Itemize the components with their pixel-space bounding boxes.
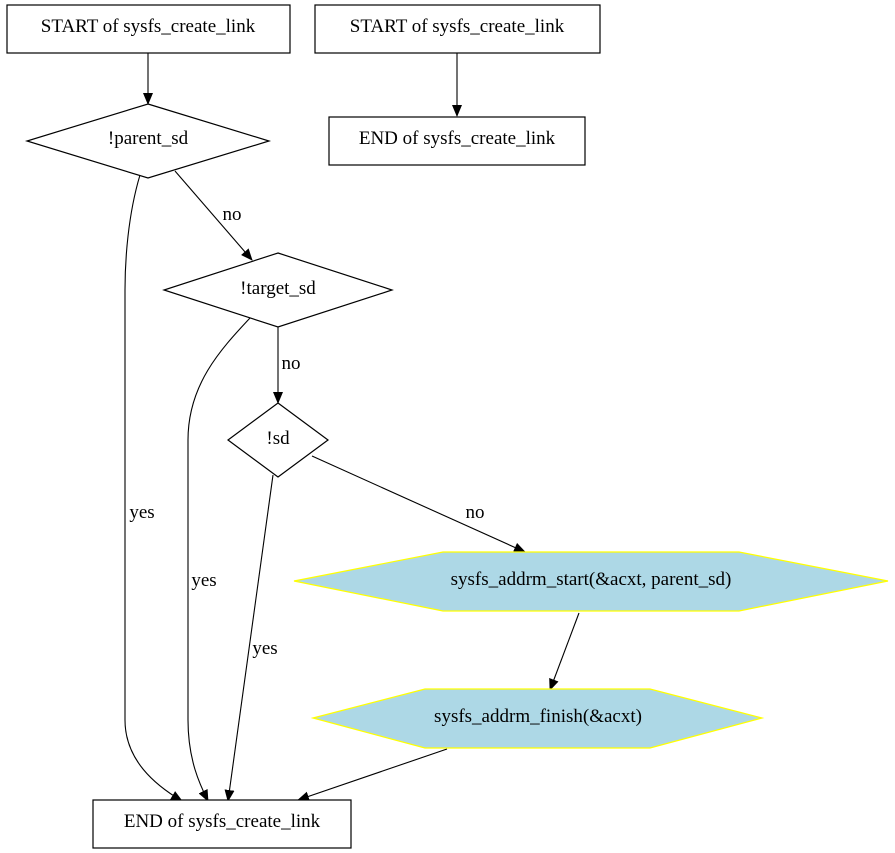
node-end-main-label: END of sysfs_create_link [124,811,321,832]
label-sd-no: no [466,502,485,523]
node-start-alt-label: START of sysfs_create_link [350,16,565,37]
edge-addrm-finish-to-end [297,748,448,802]
edges [124,53,580,802]
node-end-alt-label: END of sysfs_create_link [359,128,556,149]
node-end-alt: END of sysfs_create_link [328,116,586,166]
label-target-sd-yes: yes [191,570,216,591]
label-parent-sd-no: no [223,204,242,225]
decision-sd: !sd [226,402,330,478]
decision-sd-label: !sd [266,428,290,449]
decision-target-sd-label: !target_sd [240,278,316,299]
label-target-sd-no: no [282,353,301,374]
node-start-main: START of sysfs_create_link [6,4,291,54]
edge-sd-yes [224,474,274,802]
decision-parent-sd: !parent_sd [24,103,272,179]
decision-parent-sd-label: !parent_sd [108,128,189,149]
edge-addrm-start-to-finish [549,612,580,691]
label-parent-sd-yes: yes [129,502,154,523]
decision-target-sd: !target_sd [162,252,394,328]
label-sd-yes: yes [252,638,277,659]
edge-parent-sd-no [174,170,253,261]
edge-parent-sd-yes [124,174,183,802]
edge-sd-no [311,455,526,553]
edge-labels: no yes no yes no yes [129,204,484,659]
process-addrm-start: sysfs_addrm_start(&acxt, parent_sd) [293,551,889,612]
node-start-alt: START of sysfs_create_link [314,4,601,54]
edge-target-sd-yes [187,317,251,802]
process-addrm-finish-label: sysfs_addrm_finish(&acxt) [434,706,642,727]
node-end-main: END of sysfs_create_link [92,799,352,849]
process-addrm-start-label: sysfs_addrm_start(&acxt, parent_sd) [451,569,732,590]
node-start-main-label: START of sysfs_create_link [41,16,256,37]
process-addrm-finish: sysfs_addrm_finish(&acxt) [310,688,765,749]
